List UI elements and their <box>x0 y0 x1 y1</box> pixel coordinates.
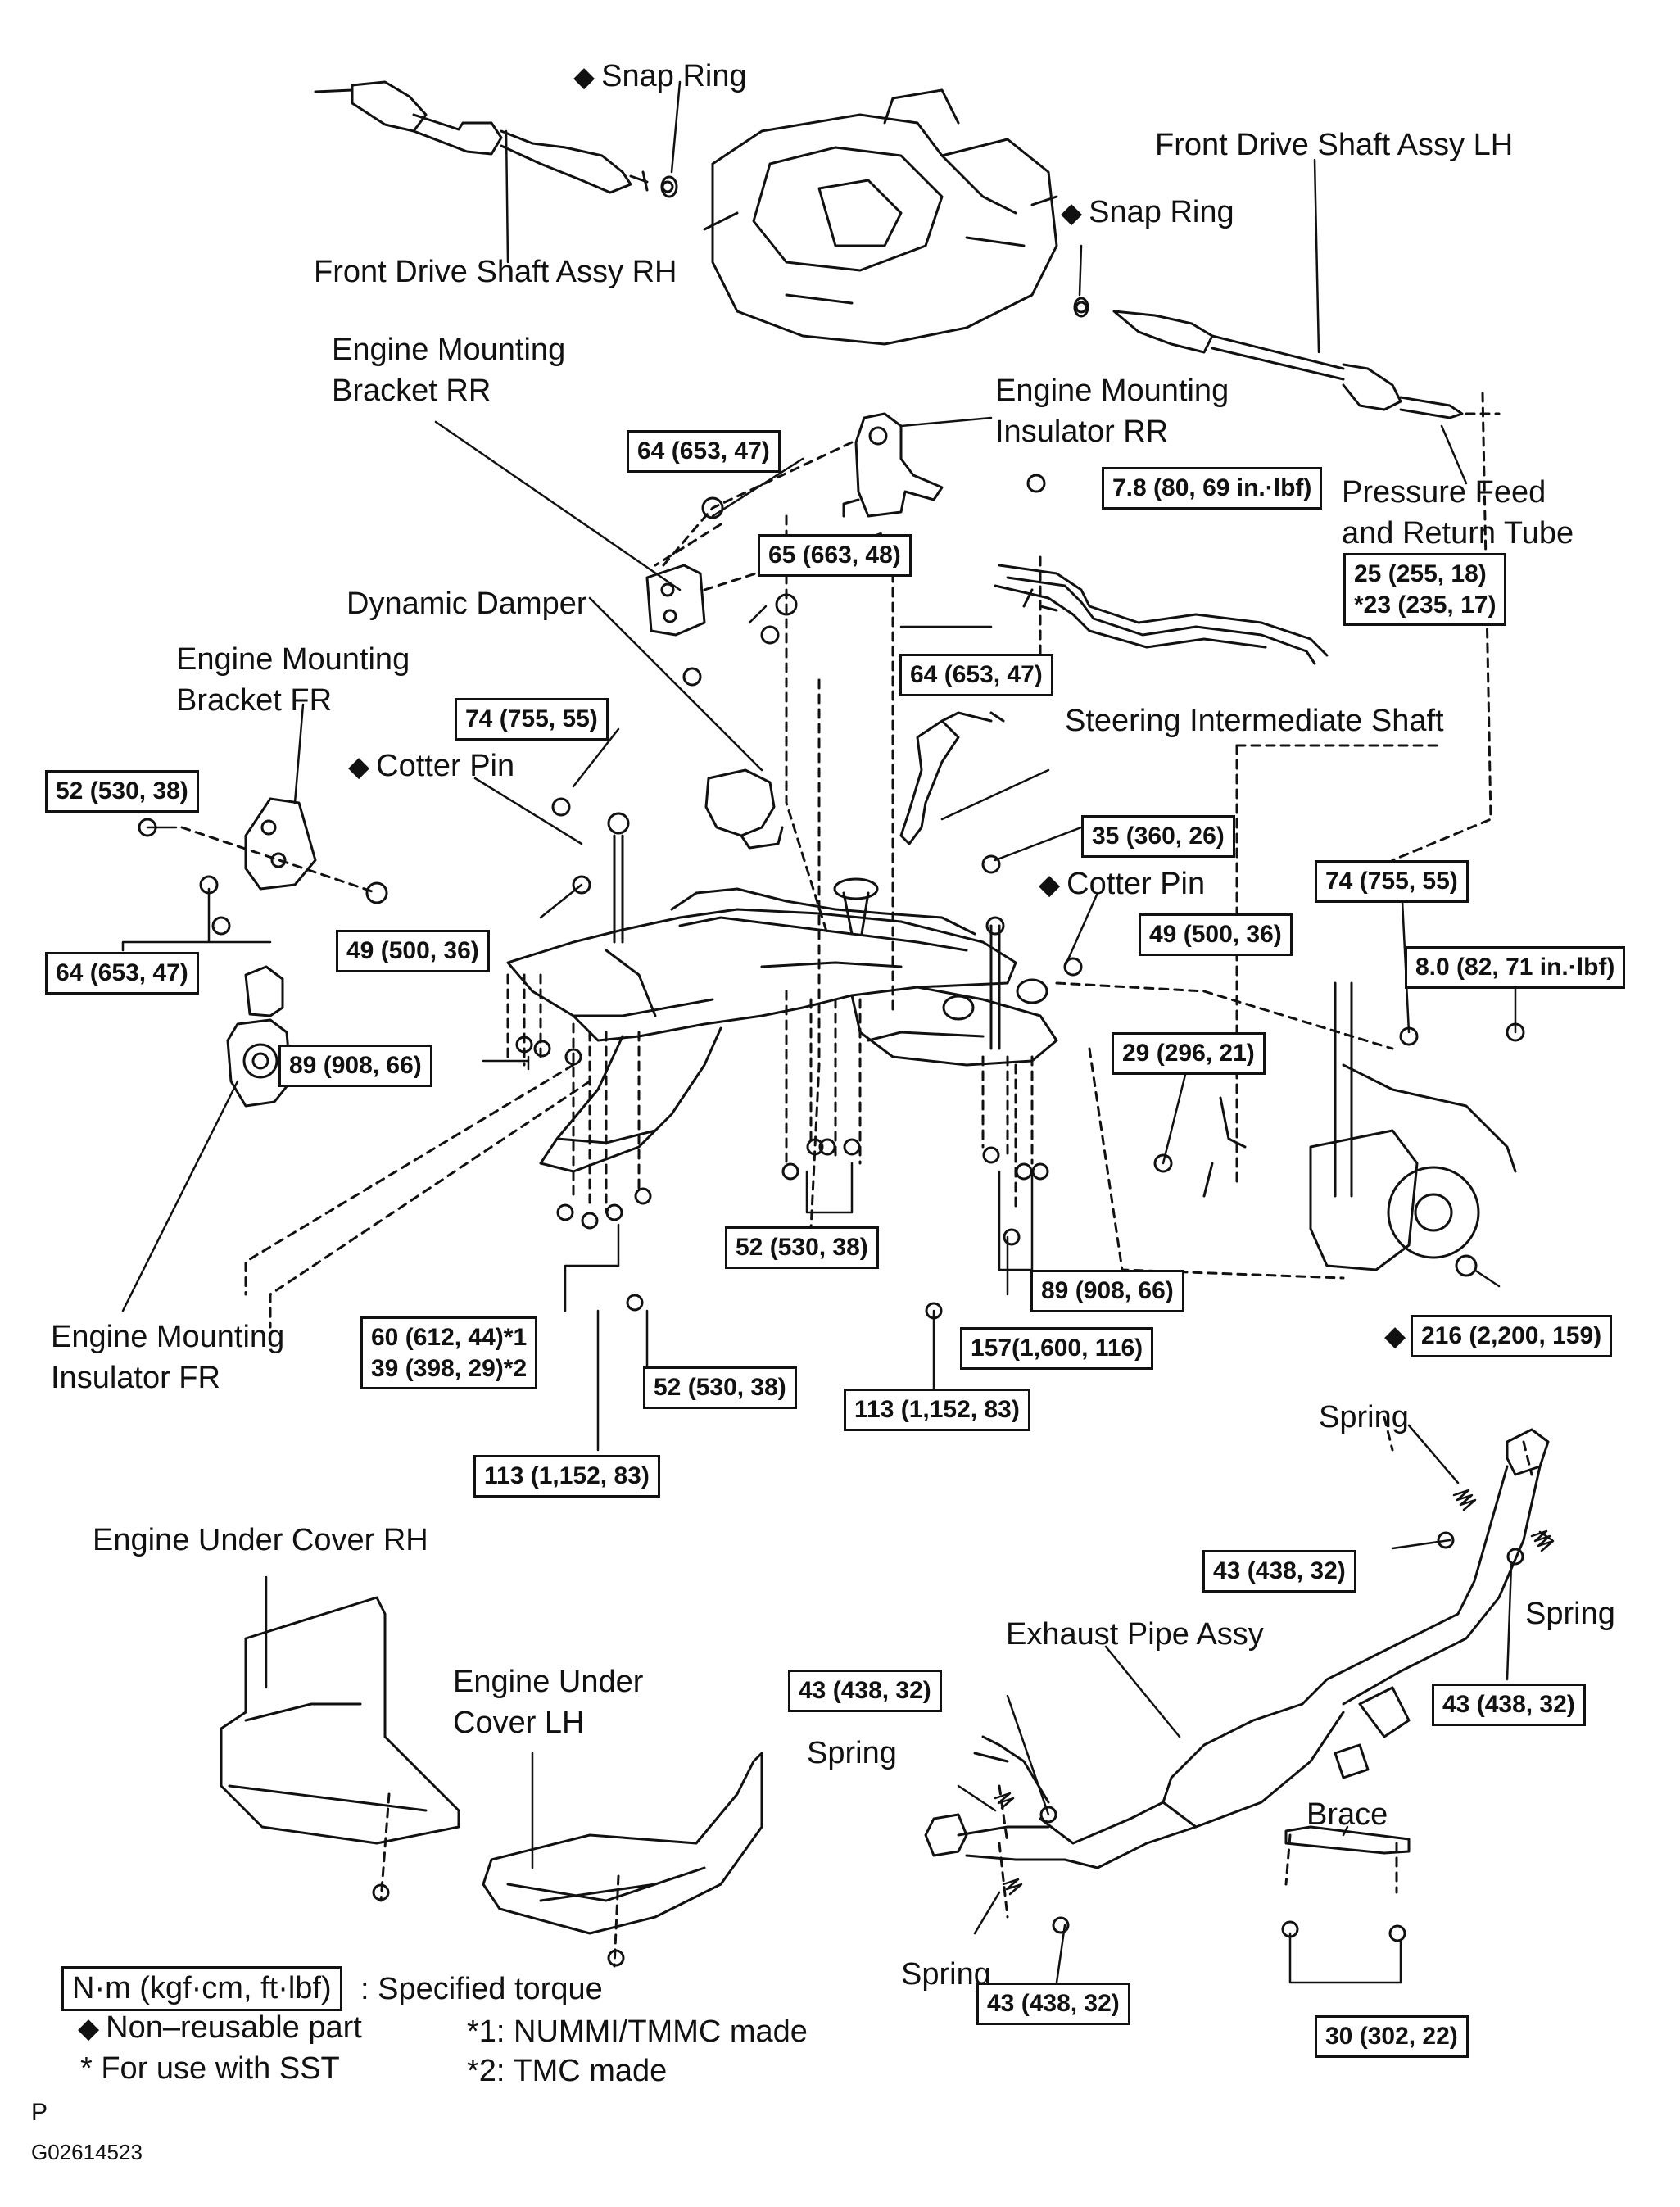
engine-mount-bracket-fr-drawing <box>244 797 317 891</box>
torque-box: 43 (438, 32) <box>976 1983 1130 2025</box>
dashed-leaders <box>244 392 1533 1968</box>
torque-box: 65 (663, 48) <box>758 534 912 577</box>
transaxle-drawing <box>703 88 1058 346</box>
torque-box: 216 (2,200, 159) <box>1411 1315 1613 1357</box>
torque-box: 25 (255, 18) *23 (235, 17) <box>1343 553 1507 626</box>
non-reusable-diamond-icon: ◆ <box>1039 869 1061 900</box>
engine-mount-insulator-rr-drawing <box>842 412 944 518</box>
front-drive-shaft-rh-label: Front Drive Shaft Assy RH <box>314 255 677 289</box>
torque-box: 49 (500, 36) <box>336 930 490 972</box>
torque-box: 8.0 (82, 71 in.·lbf) <box>1405 946 1626 989</box>
engine-mount-insulator-fr-drawing <box>226 965 292 1108</box>
spring-right-label: Spring <box>1525 1597 1615 1631</box>
engine-mount-insulator-fr-label: Engine Mounting Insulator FR <box>51 1320 285 1396</box>
sst-legend: * For use with SST <box>80 2051 340 2086</box>
engine-under-cover-rh-drawing <box>220 1596 460 1845</box>
drive-shaft-rh-drawing <box>314 80 678 198</box>
page-mark: P <box>31 2099 48 2126</box>
torque-216-row: ◆ <box>1384 1315 1412 1356</box>
spring-mid-label: Spring <box>807 1736 897 1770</box>
pressure-feed-tube-label: Pressure Feed and Return Tube <box>1342 475 1574 551</box>
front-drive-shaft-lh-label: Front Drive Shaft Assy LH <box>1155 128 1514 162</box>
torque-box: 74 (755, 55) <box>1315 860 1469 903</box>
torque-box: 64 (653, 47) <box>899 654 1053 696</box>
torque-box: 157(1,600, 116) <box>960 1327 1154 1370</box>
torque-box: 43 (438, 32) <box>788 1670 942 1712</box>
spring-top-label: Spring <box>1319 1400 1409 1434</box>
torque-box: 60 (612, 44)*1 39 (398, 29)*2 <box>360 1316 538 1389</box>
figure-id: G02614523 <box>31 2140 143 2164</box>
non-reusable-diamond-icon: ◆ <box>1061 197 1083 229</box>
torque-box: 64 (653, 47) <box>627 430 781 473</box>
cotter-pin-right-label: ◆Cotter Pin <box>1039 867 1206 901</box>
torque-box: 35 (360, 26) <box>1081 815 1235 858</box>
torque-box: 52 (530, 38) <box>643 1366 797 1409</box>
torque-box: 52 (530, 38) <box>725 1226 879 1269</box>
torque-box: 43 (438, 32) <box>1202 1550 1356 1593</box>
engine-mount-bracket-rr-drawing <box>645 564 706 637</box>
suspension-crossmember-drawing <box>506 812 1058 1173</box>
non-reusable-diamond-icon: ◆ <box>348 751 370 782</box>
dynamic-damper-drawing <box>704 768 784 850</box>
torque-box: 64 (653, 47) <box>45 952 199 995</box>
pressure-feed-tube-drawing <box>994 564 1329 665</box>
engine-mount-bracket-rr-label: Engine Mounting Bracket RR <box>332 333 566 409</box>
torque-box: 89 (908, 66) <box>1030 1270 1184 1312</box>
snap-ring-lh-label: ◆Snap Ring <box>1061 195 1234 229</box>
unit-legend-box: N·m (kgf·cm, ft·lbf) <box>61 1966 342 2011</box>
torque-box: 7.8 (80, 69 in.·lbf) <box>1102 467 1323 510</box>
dynamic-damper-label: Dynamic Damper <box>346 587 587 621</box>
snap-ring-rh-label: ◆Snap Ring <box>573 59 747 93</box>
drive-shaft-lh-drawing <box>1073 297 1464 419</box>
exhaust-pipe-drawing <box>924 1428 1550 1869</box>
non-reusable-legend: ◆Non–reusable part <box>78 2010 362 2045</box>
engine-under-cover-rh-label: Engine Under Cover RH <box>93 1523 428 1557</box>
torque-box: 30 (302, 22) <box>1315 2015 1469 2058</box>
torque-box: 113 (1,152, 83) <box>473 1455 660 1498</box>
non-reusable-diamond-icon: ◆ <box>1384 1321 1406 1352</box>
steering-intermediate-shaft-label: Steering Intermediate Shaft <box>1065 704 1444 738</box>
brace-drawing <box>1284 1825 1411 1855</box>
steering-knuckle-hub-drawing <box>1202 981 1517 1271</box>
exhaust-pipe-assy-label: Exhaust Pipe Assy <box>1006 1617 1264 1652</box>
note-1-legend: *1: NUMMI/TMMC made <box>467 2014 808 2049</box>
spring-bottom-label: Spring <box>901 1957 991 1992</box>
engine-under-cover-lh-drawing <box>482 1752 763 1935</box>
cotter-pin-left-label: ◆Cotter Pin <box>348 749 515 783</box>
torque-box: 89 (908, 66) <box>278 1045 432 1087</box>
springs <box>994 1489 1555 1896</box>
torque-box: 29 (296, 21) <box>1112 1032 1266 1075</box>
torque-box: 43 (438, 32) <box>1432 1684 1586 1726</box>
steering-intermediate-shaft-drawing <box>899 711 1005 845</box>
torque-box: 52 (530, 38) <box>45 770 199 813</box>
note-2-legend: *2: TMC made <box>467 2054 668 2088</box>
engine-under-cover-lh-label: Engine Under Cover LH <box>453 1665 644 1741</box>
torque-box: 113 (1,152, 83) <box>844 1389 1030 1431</box>
non-reusable-diamond-icon: ◆ <box>573 61 595 93</box>
torque-box: 49 (500, 36) <box>1139 913 1293 956</box>
leader-lines <box>121 80 1554 1984</box>
torque-box: 74 (755, 55) <box>455 698 609 741</box>
unit-legend-desc: : Specified torque <box>360 1972 603 2006</box>
brace-label: Brace <box>1306 1797 1388 1832</box>
non-reusable-diamond-icon: ◆ <box>78 2013 100 2044</box>
engine-mount-insulator-rr-label: Engine Mounting Insulator RR <box>995 374 1229 450</box>
engine-mount-bracket-fr-label: Engine Mounting Bracket FR <box>176 642 410 718</box>
